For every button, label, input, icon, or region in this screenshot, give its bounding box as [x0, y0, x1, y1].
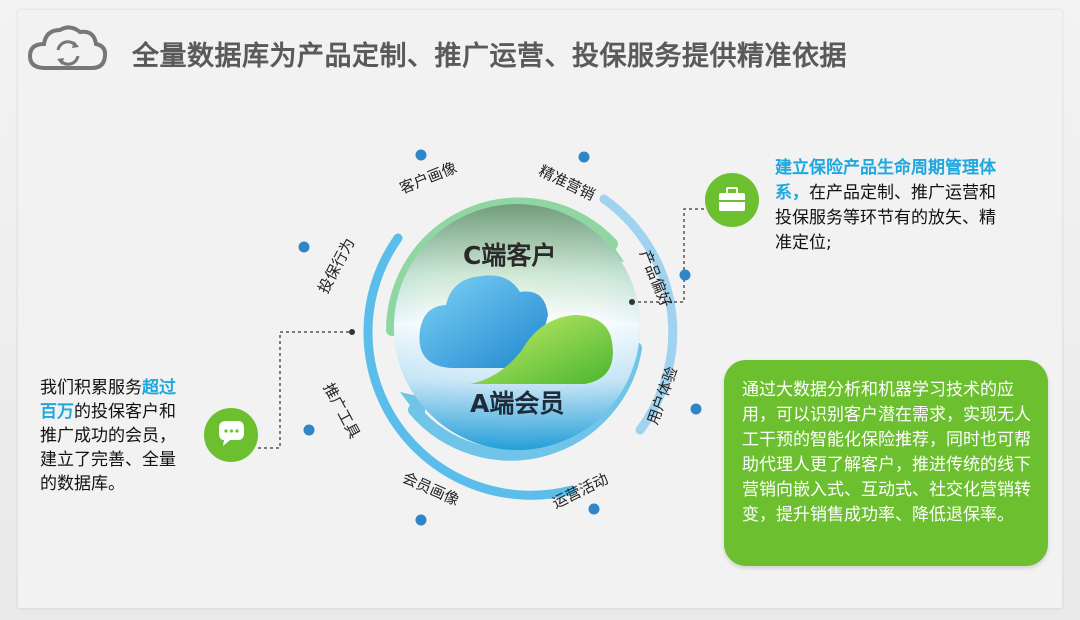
- left-note: 我们积累服务超过百万的投保客户和推广成功的会员，建立了完善、全量的数据库。: [40, 376, 190, 496]
- right-connector: [632, 208, 712, 303]
- top-right-note-suffix: 在产品定制、推广运营和投保服务等环节有的放矢、精准定位;: [775, 183, 996, 253]
- left-connector-dot: [349, 329, 355, 335]
- outer-arc-right: [599, 194, 678, 435]
- green-callout-text: 通过大数据分析和机器学习技术的应用，可以识别客户潜在需求，实现无人工干预的智能化…: [742, 380, 1031, 525]
- outer-ring: [363, 194, 678, 500]
- outer-arc-left: [363, 233, 577, 500]
- left-note-highlight: 超过百万: [40, 378, 176, 422]
- center-bottom-label: A端会员: [470, 389, 565, 418]
- connector-lines: [258, 208, 712, 449]
- green-callout-box: [724, 360, 1048, 566]
- cloud-refresh-icon: [27, 25, 108, 70]
- right-connector-dot: [629, 299, 635, 305]
- page-title: 全量数据库为产品定制、推广运营、投保服务提供精准依据: [132, 41, 847, 72]
- top-right-note: 建立保险产品生命周期管理体系，在产品定制、推广运营和投保服务等环节有的放矢、精准…: [775, 156, 1000, 256]
- top-right-note-highlight: 建立保险产品生命周期管理体系，: [775, 158, 996, 203]
- center-top-label: C端客户: [463, 241, 557, 270]
- briefcase-icon: [705, 173, 759, 227]
- left-note-suffix: 的投保客户和推广成功的会员，建立了完善、全量的数据库。: [40, 402, 176, 494]
- satellite-dots: [298, 149, 702, 526]
- left-connector: [258, 331, 352, 449]
- cloud-logo-icon: [419, 275, 613, 384]
- left-note-prefix: 我们积累服务: [40, 378, 142, 398]
- chat-bubble-icon: [204, 408, 258, 462]
